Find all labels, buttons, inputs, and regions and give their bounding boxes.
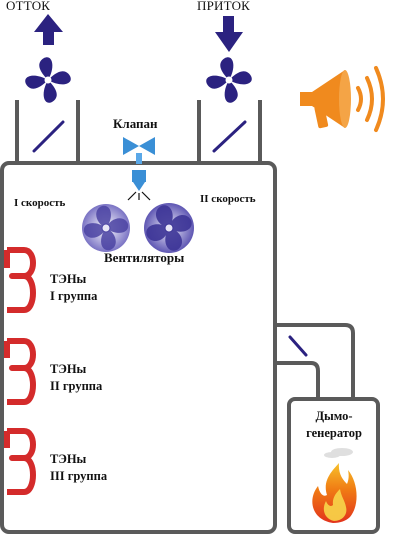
heater-coil xyxy=(4,338,36,405)
flame-icon xyxy=(312,463,357,523)
fans-label: Вентиляторы xyxy=(104,250,185,265)
smoke-generator-label: Дымо-генератор xyxy=(306,409,362,440)
fan-icon xyxy=(206,57,252,103)
smoke-chamber xyxy=(0,161,277,534)
fan-icon xyxy=(144,203,194,253)
damper-icon xyxy=(32,120,65,153)
arrow-up-icon xyxy=(34,14,63,45)
damper-icon xyxy=(288,335,308,357)
arrow-down-icon xyxy=(215,16,243,52)
valve-label: Клапан xyxy=(113,116,158,131)
megaphone-icon xyxy=(300,66,385,132)
heater-coil xyxy=(4,428,36,495)
valve-icon xyxy=(123,137,155,201)
outflow-label: ОТТОК xyxy=(6,0,51,13)
smoke-pipe xyxy=(275,323,355,399)
speed-1-label: I скорость xyxy=(14,197,66,209)
smoke-generator-box xyxy=(287,397,380,534)
heater-coil xyxy=(4,247,36,313)
fan-icon xyxy=(25,57,71,103)
damper-icon xyxy=(212,120,247,153)
outflow-duct xyxy=(15,100,80,163)
inflow-duct xyxy=(197,100,262,163)
inflow-label: ПРИТОК xyxy=(197,0,251,13)
fan-icon xyxy=(82,204,130,252)
smoke-icon xyxy=(324,448,353,458)
speed-2-label: II скорость xyxy=(200,193,256,205)
